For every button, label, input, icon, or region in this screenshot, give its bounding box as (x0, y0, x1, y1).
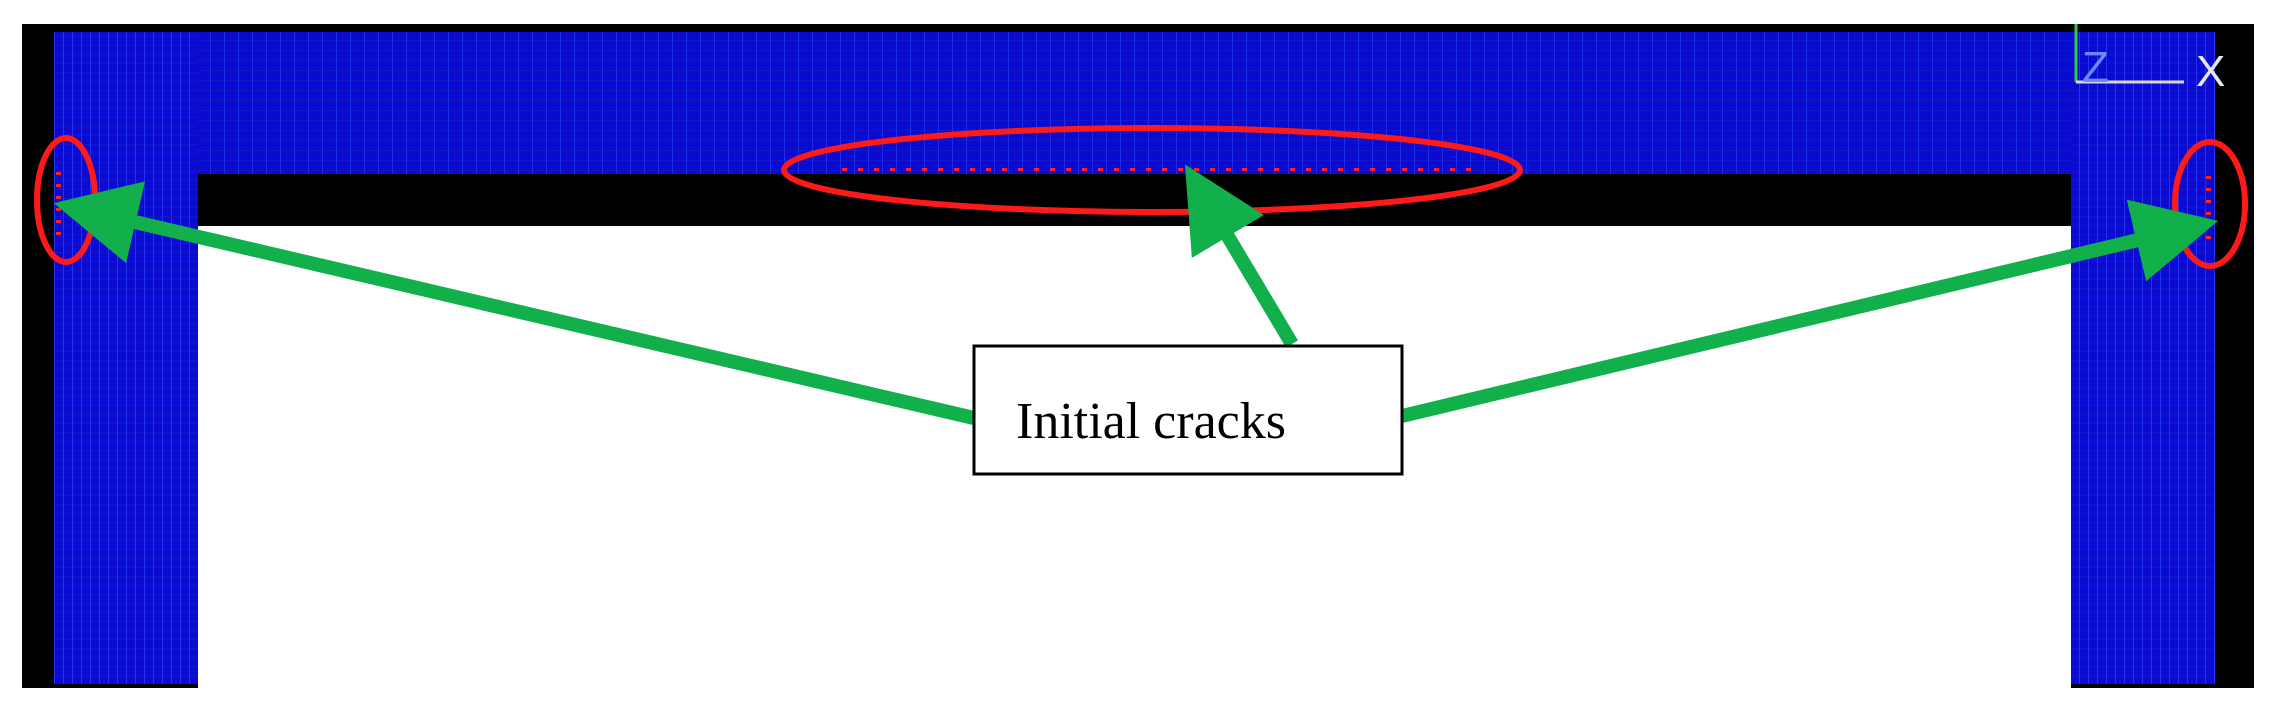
left-column-mesh (54, 32, 198, 684)
arrow-to-left-crack (53, 181, 976, 425)
crack-point (1098, 168, 1103, 171)
crack-point (1386, 168, 1391, 171)
crack-point (1274, 168, 1279, 171)
crack-point (858, 168, 863, 171)
crack-point (2206, 236, 2211, 239)
crack-point (2206, 212, 2211, 215)
crack-point (906, 168, 911, 171)
crack-point (1050, 168, 1055, 171)
crack-point (1370, 168, 1375, 171)
crack-point (56, 196, 61, 199)
crack-point (922, 168, 927, 171)
crack-point (1114, 168, 1119, 171)
crack-point (2206, 188, 2211, 191)
crack-point (938, 168, 943, 171)
crack-point (56, 232, 61, 235)
crack-point (1418, 168, 1423, 171)
crack-point (56, 184, 61, 187)
crack-point (1338, 168, 1343, 171)
crack-point (1146, 168, 1151, 171)
crack-point (1242, 168, 1247, 171)
crack-point (1434, 168, 1439, 171)
crack-point (1066, 168, 1071, 171)
crack-point (1226, 168, 1231, 171)
crack-point (1002, 168, 1007, 171)
crack-point (1130, 168, 1135, 171)
beam-soffit (198, 174, 2071, 226)
callout-label: Initial cracks (1016, 393, 1286, 450)
crack-point (1082, 168, 1087, 171)
crack-point (1034, 168, 1039, 171)
crack-point (890, 168, 895, 171)
beam-crack-ellipse (781, 125, 1523, 215)
crack-point (986, 168, 991, 171)
crack-point (1450, 168, 1455, 171)
crack-point (842, 168, 847, 171)
crack-point (56, 208, 61, 211)
axis-x-label: X (2196, 47, 2225, 96)
crack-point (1194, 168, 1199, 171)
crack-point (1018, 168, 1023, 171)
callout-box (972, 344, 1404, 476)
crack-point (1466, 168, 1471, 171)
arrow-to-beam-crack (1184, 164, 1299, 348)
crack-point (1354, 168, 1359, 171)
crack-point (1306, 168, 1311, 171)
crack-point (2206, 200, 2211, 203)
crack-point (1210, 168, 1215, 171)
crack-point (2206, 224, 2211, 227)
crack-point (874, 168, 879, 171)
crack-point (954, 168, 959, 171)
crack-point (1258, 168, 1263, 171)
crack-point (56, 172, 61, 175)
crack-point (1290, 168, 1295, 171)
crack-point (2206, 176, 2211, 179)
axis-z-label: Z (2082, 43, 2109, 92)
arrow-to-right-crack (1400, 199, 2219, 423)
initial-cracks-callout: Initial cracks (972, 344, 1404, 476)
axis-triad: Z X (2074, 24, 2225, 96)
crack-point (1178, 168, 1183, 171)
beam-mesh (54, 32, 2214, 174)
crack-point (1402, 168, 1407, 171)
crack-point (1162, 168, 1167, 171)
crack-point (970, 168, 975, 171)
crack-point (56, 220, 61, 223)
right-column-mesh (2071, 32, 2215, 684)
crack-point (1322, 168, 1327, 171)
